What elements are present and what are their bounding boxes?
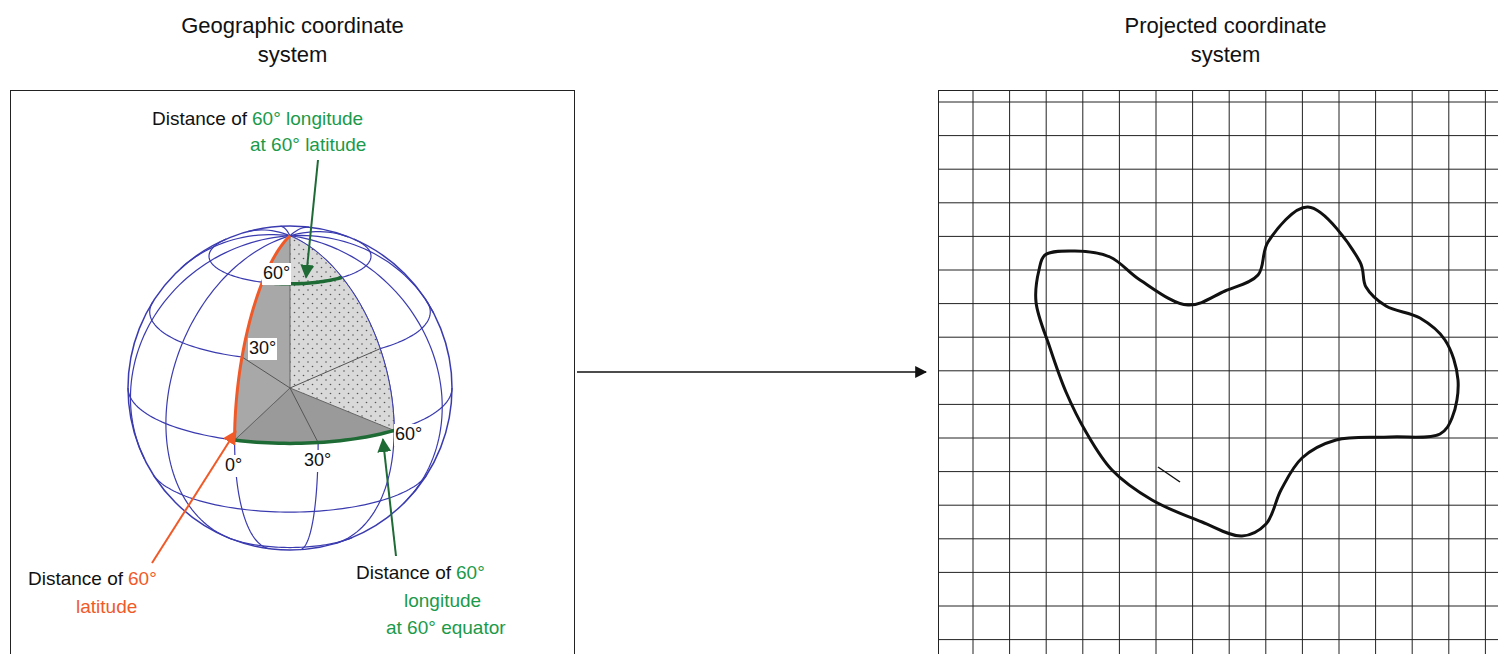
grid-line [1448, 90, 1449, 654]
grid-line [938, 202, 1498, 203]
grid-line [1485, 90, 1486, 654]
meridian-line [290, 227, 309, 236]
callout-text: longitude [404, 590, 481, 613]
grid-line [1119, 90, 1120, 654]
callout-text: 60° [456, 562, 485, 585]
globe-outline [128, 226, 452, 550]
parallel-line [209, 239, 262, 282]
grid-line [1302, 90, 1303, 654]
globe [128, 226, 452, 550]
transform-arrow [577, 371, 926, 373]
callout-text: latitude [76, 596, 137, 619]
grid-line [1082, 90, 1083, 654]
grid-line [938, 505, 1498, 506]
grid-line [938, 572, 1498, 573]
grid-line [938, 236, 1498, 237]
parallel-line [228, 538, 262, 546]
grid-line [938, 404, 1498, 405]
callout-text: Distance of [28, 568, 123, 591]
angle-line [290, 388, 318, 443]
surface-dots [235, 236, 395, 444]
grid-line [938, 135, 1498, 136]
grid-line [938, 639, 1498, 640]
grid-line [938, 102, 1498, 103]
angle-label: 60° [262, 263, 291, 285]
grid-line [938, 370, 1498, 371]
panel-box: Projected coordinate system [938, 90, 1498, 654]
surface-segment [235, 236, 395, 444]
parallel-line [128, 388, 235, 440]
leader-arrow [383, 439, 396, 556]
callout-text: Distance of [152, 108, 247, 131]
grid-line [938, 270, 1498, 271]
angle-line [242, 357, 290, 388]
grid-line [938, 606, 1498, 607]
grid-line [938, 303, 1498, 304]
callout-text: 60° [128, 568, 157, 591]
grid-line [1156, 90, 1157, 654]
parallel-line [242, 476, 426, 512]
angle-label: 30° [248, 338, 277, 360]
longitude-arc-equator [235, 430, 395, 443]
grid-line [1192, 90, 1193, 654]
callout-text: at 60° latitude [250, 134, 366, 157]
angle-label: 30° [303, 450, 332, 472]
grid-line [938, 471, 1498, 472]
grid-line [938, 169, 1498, 170]
leader-arrow [306, 160, 318, 277]
leader-lines [152, 160, 396, 563]
leader-arrow [152, 431, 236, 563]
parallel-line [150, 302, 242, 357]
callout-text: 60° longitude [252, 108, 363, 131]
grid-line [938, 337, 1498, 338]
tick-mark [1158, 467, 1180, 482]
callout-text: at 60° equator [386, 617, 506, 640]
grid-line [938, 538, 1498, 539]
grid-line [1265, 90, 1266, 654]
grid-line [1339, 90, 1340, 654]
grid-line [1009, 90, 1010, 654]
angle-label: 60° [394, 424, 423, 446]
projected-area-outline [1036, 207, 1459, 536]
projection-grid [938, 90, 1498, 654]
grid-line [973, 90, 974, 654]
angle-line [290, 349, 380, 388]
panel-title: Projected coordinate system [1106, 11, 1346, 69]
panel-title: Geographic coordinate system [173, 11, 413, 69]
grid-line [1229, 90, 1230, 654]
grid-line [1375, 90, 1376, 654]
angle-label: 0° [224, 455, 243, 477]
callout-text: Distance of [356, 562, 451, 585]
grid-line [1412, 90, 1413, 654]
grid-line [1046, 90, 1047, 654]
